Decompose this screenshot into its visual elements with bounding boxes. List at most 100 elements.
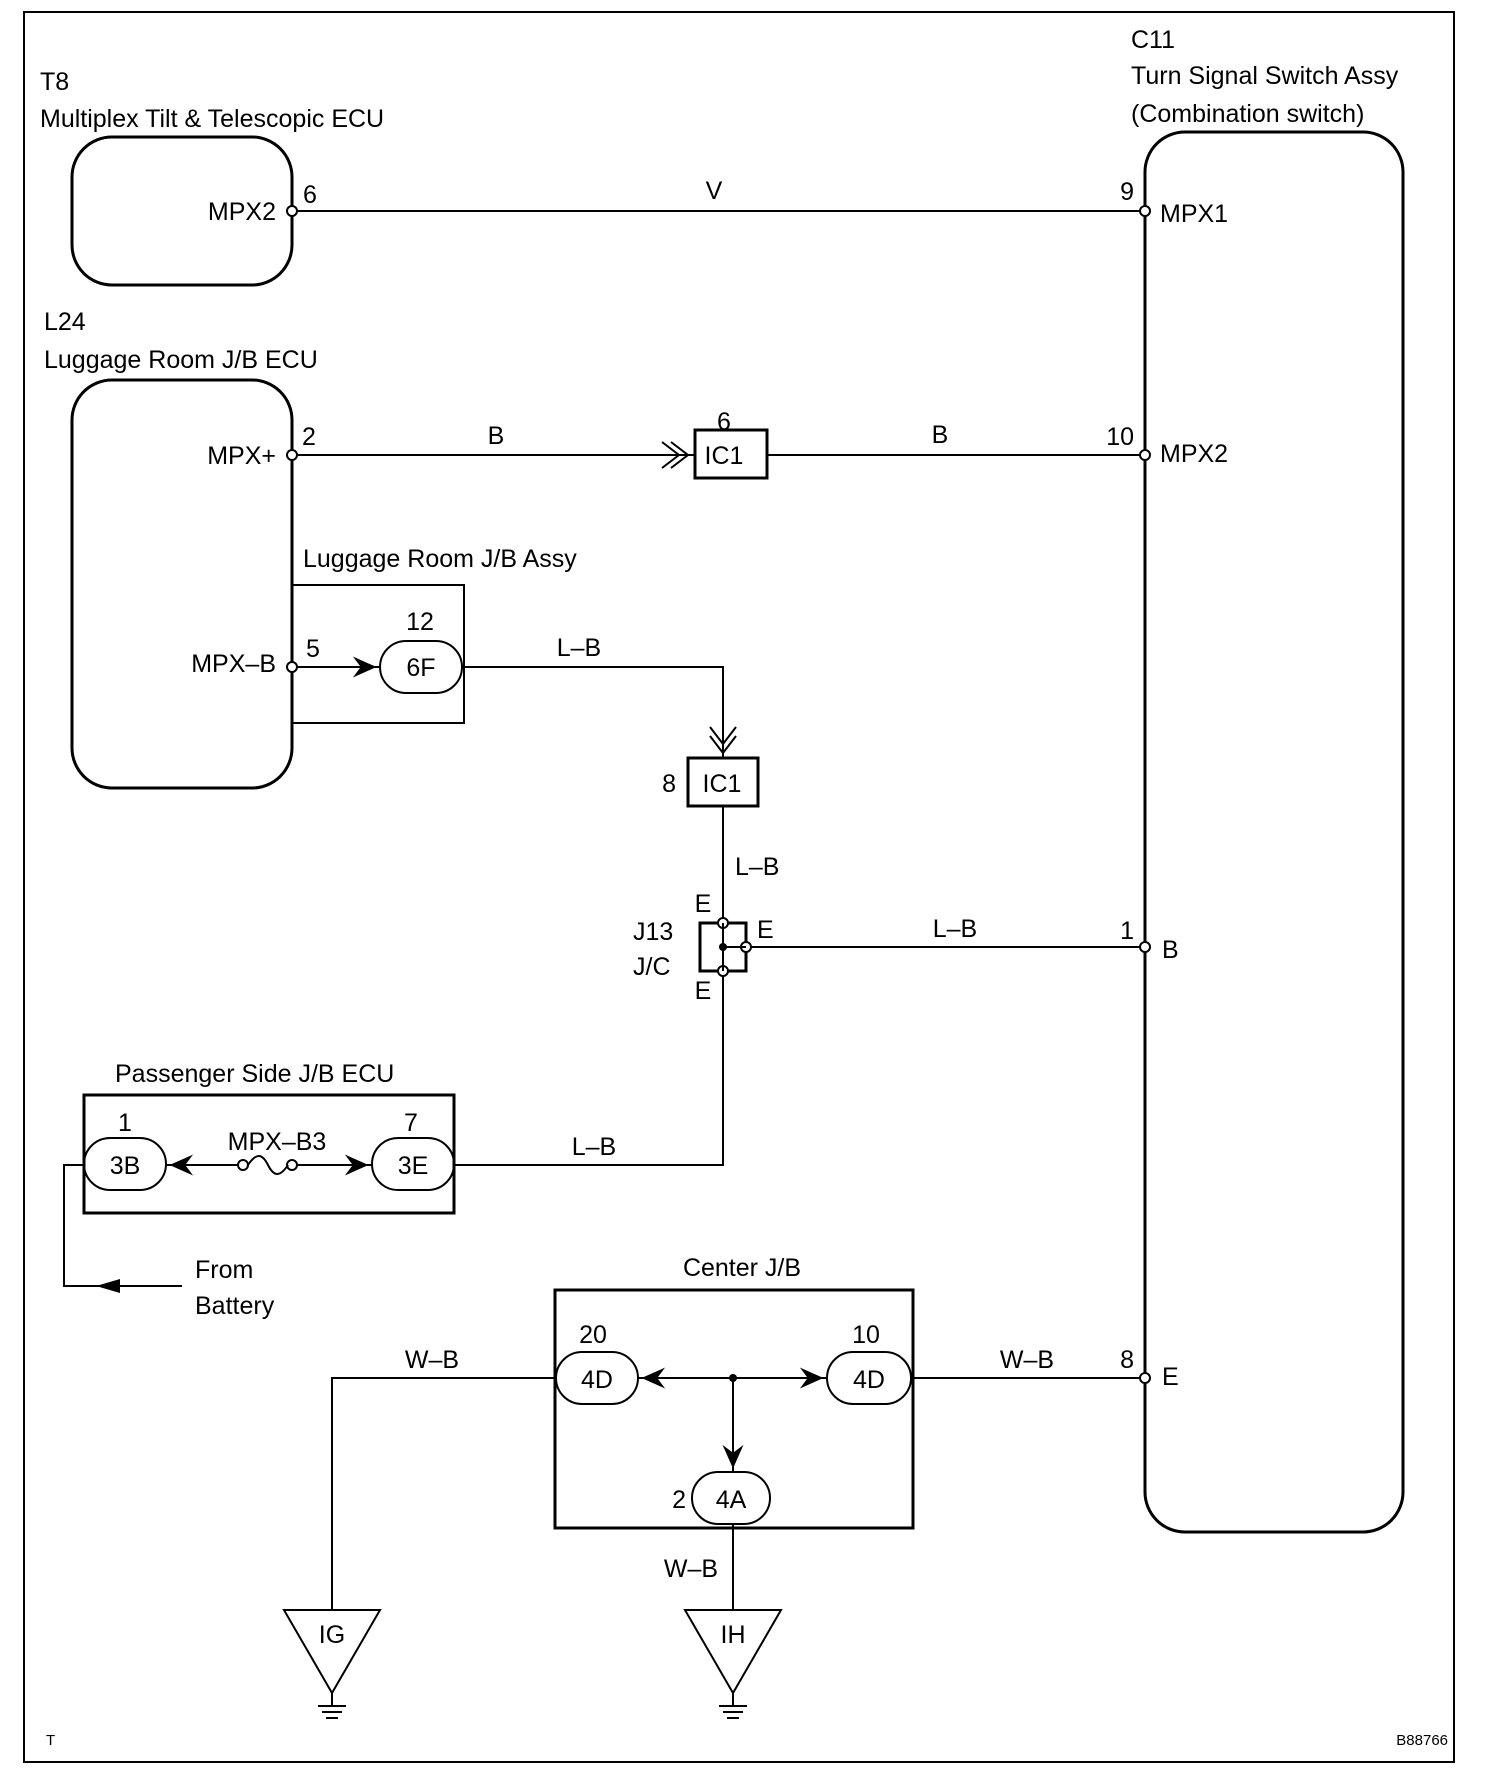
connector-4a-label: 4A: [716, 1486, 747, 1514]
terminal-c11-e: [1139, 1372, 1151, 1384]
ic1-top-label: IC1: [705, 442, 744, 470]
passenger-jb-box: [82, 1093, 456, 1215]
battery-label-line1: From: [195, 1256, 253, 1284]
connector-6f-pin: 12: [406, 608, 434, 636]
wire-battery: [63, 1164, 182, 1287]
connector-6f-label: 6F: [406, 654, 435, 682]
chevron-ic1-top-1: [661, 441, 681, 469]
wire-lb-6f: [462, 666, 724, 758]
ground-ig-triangle: [282, 1609, 382, 1695]
j13-code: J13: [633, 918, 673, 946]
terminal-c11-mpx2: [1139, 449, 1151, 461]
wire-lb-3e: [454, 971, 724, 1166]
wire-label-v: V: [706, 177, 723, 205]
c11-pin-label-b: B: [1162, 936, 1179, 964]
wire-label-lb-3e: L–B: [572, 1133, 616, 1161]
l24-code: L24: [44, 308, 86, 336]
center-jb-splice-dot: [729, 1374, 737, 1382]
l24-pin-no-2: 2: [302, 423, 316, 451]
chevron-ic1-mid-2: [709, 735, 737, 755]
ground-ih-label: IH: [721, 1621, 746, 1649]
c11-name: Turn Signal Switch Assy: [1131, 62, 1399, 90]
chevron-3e: [344, 1154, 369, 1176]
connector-4a-pin: 2: [672, 1486, 686, 1514]
wire-label-b-right: B: [932, 421, 949, 449]
connector-3e-label: 3E: [398, 1152, 429, 1180]
l24-pin-label-mpx-b: MPX–B: [191, 650, 276, 678]
fuse-mpx-b3-symbol: [247, 1155, 289, 1175]
wire-wb-ig: [331, 1377, 556, 1610]
connector-4a: [691, 1471, 771, 1525]
terminal-l24-mpx-plus: [286, 449, 298, 461]
l24-name: Luggage Room J/B ECU: [44, 346, 318, 374]
connector-3b-label: 3B: [110, 1152, 141, 1180]
c11-pin-label-e: E: [1162, 1363, 1179, 1391]
wire-label-wb-e: W–B: [1000, 1346, 1054, 1374]
j13-pin-e-bottom: E: [695, 977, 712, 1005]
c11-pin-no-10: 10: [1106, 423, 1134, 451]
c11-pin-label-mpx2: MPX2: [1160, 440, 1228, 468]
j13-name: J/C: [633, 953, 671, 981]
l24-pin-no-5: 5: [306, 635, 320, 663]
ground-ih-triangle: [683, 1609, 783, 1695]
wire-label-lb-ic1: L–B: [735, 853, 779, 881]
wire-label-wb-ih: W–B: [664, 1555, 718, 1583]
terminal-t8-mpx2: [286, 205, 298, 217]
connector-4d-left-pin: 20: [579, 1321, 607, 1349]
footer-left: T: [46, 1732, 55, 1749]
center-jb-name: Center J/B: [683, 1254, 801, 1282]
c11-pin-no-9: 9: [1120, 178, 1134, 206]
terminals: [237, 205, 1151, 1384]
fuse-mpx-b3-label: MPX–B3: [228, 1128, 327, 1156]
connector-4d-left-label: 4D: [581, 1366, 613, 1394]
luggage-jb-assy-name: Luggage Room J/B Assy: [303, 545, 577, 573]
passenger-jb-name: Passenger Side J/B ECU: [115, 1060, 394, 1088]
chevron-ic1-top-2: [670, 441, 690, 469]
terminal-c11-mpx1: [1139, 205, 1151, 217]
t8-code: T8: [40, 68, 69, 96]
t8-pin-label: MPX2: [208, 198, 276, 226]
t8-pin-no: 6: [303, 181, 317, 209]
fuse-terminal-right: [286, 1159, 298, 1171]
j13-pin-e-top: E: [695, 890, 712, 918]
ic1-mid-label: IC1: [703, 770, 742, 798]
connector-4d-right-pin: 10: [852, 1321, 880, 1349]
wire-label-b-left: B: [488, 422, 505, 450]
connector-3e-pin: 7: [404, 1109, 418, 1137]
battery-label-line2: Battery: [195, 1292, 275, 1320]
c11-switch-box: [1143, 130, 1405, 1534]
ic1-top-pin: 6: [717, 408, 731, 436]
chevron-4d-right: [799, 1367, 824, 1389]
connector-3b-pin: 1: [118, 1109, 132, 1137]
chevron-6f: [352, 656, 377, 678]
fuse-terminal-left: [237, 1159, 249, 1171]
footer-code: B88766: [1396, 1732, 1448, 1749]
j13-pin-e-right: E: [757, 916, 774, 944]
wire-label-lb-b: L–B: [933, 915, 977, 943]
l24-pin-label-mpx-plus: MPX+: [207, 442, 276, 470]
chevron-3b: [169, 1154, 194, 1176]
luggage-jb-assy-box: [291, 584, 465, 724]
chevrons: [96, 441, 824, 1469]
c11-code: C11: [1131, 26, 1175, 54]
terminal-c11-b: [1139, 941, 1151, 953]
diagram-frame: [23, 11, 1455, 1763]
ground-ih: IH: [683, 1609, 783, 1719]
c11-subname: (Combination switch): [1131, 100, 1364, 128]
chevron-4d-left: [641, 1367, 666, 1389]
c11-pin-label-mpx1: MPX1: [1160, 200, 1228, 228]
chevron-ic1-mid-1: [709, 726, 737, 746]
wire-label-wb-ig: W–B: [405, 1346, 459, 1374]
battery-arrow: [96, 1279, 120, 1293]
terminal-l24-mpx-b: [286, 661, 298, 673]
c11-pin-no-1: 1: [1120, 917, 1134, 945]
ground-ig-label: IG: [319, 1621, 345, 1649]
wire-label-lb-6f: L–B: [557, 634, 601, 662]
chevron-4a: [722, 1444, 744, 1469]
j13-splice-dot: [719, 943, 727, 951]
c11-pin-no-8: 8: [1120, 1346, 1134, 1374]
connector-4d-right-label: 4D: [853, 1366, 885, 1394]
ground-ig: IG: [282, 1609, 382, 1719]
ic1-mid-pin: 8: [662, 770, 676, 798]
